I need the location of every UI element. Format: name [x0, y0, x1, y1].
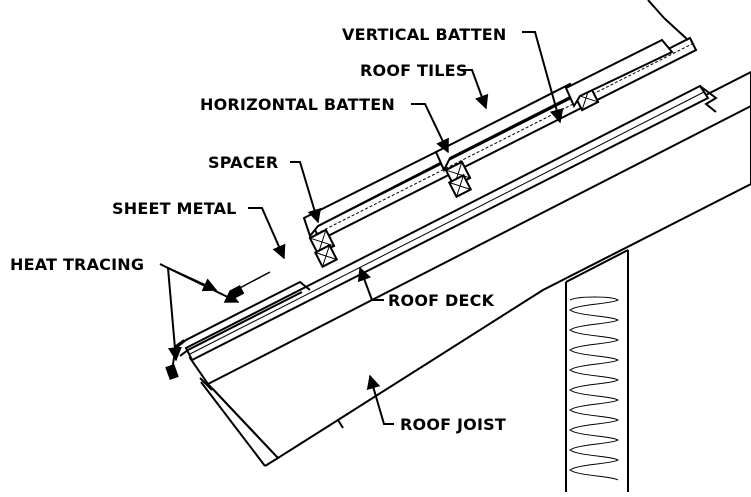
wall-stud [565, 249, 629, 492]
label-horizontal-batten: HORIZONTAL BATTEN [200, 95, 395, 114]
label-roof-tiles: ROOF TILES [360, 61, 468, 80]
roof-tiles [302, 0, 689, 239]
label-spacer: SPACER [208, 153, 278, 172]
wall-insulation [569, 296, 619, 481]
roof-tile [564, 38, 674, 109]
roof-joist [188, 70, 751, 467]
spacer-block [313, 243, 339, 269]
label-roof-joist: ROOF JOIST [400, 415, 506, 434]
label-sheet-metal: SHEET METAL [112, 199, 237, 218]
joist-detail [199, 377, 213, 391]
spacer-blocks [308, 84, 600, 269]
labels: VERTICAL BATTEN ROOF TILES HORIZONTAL BA… [10, 25, 507, 434]
spacer-block [447, 173, 473, 199]
label-vertical-batten: VERTICAL BATTEN [342, 25, 507, 44]
roof-deck [184, 84, 718, 362]
label-roof-deck: ROOF DECK [388, 291, 495, 310]
roof-tile [434, 82, 578, 173]
roof-tile [302, 148, 448, 239]
leader-lines [159, 31, 564, 425]
sheet-metal-flashing [171, 280, 311, 371]
label-heat-tracing: HEAT TRACING [10, 255, 144, 274]
